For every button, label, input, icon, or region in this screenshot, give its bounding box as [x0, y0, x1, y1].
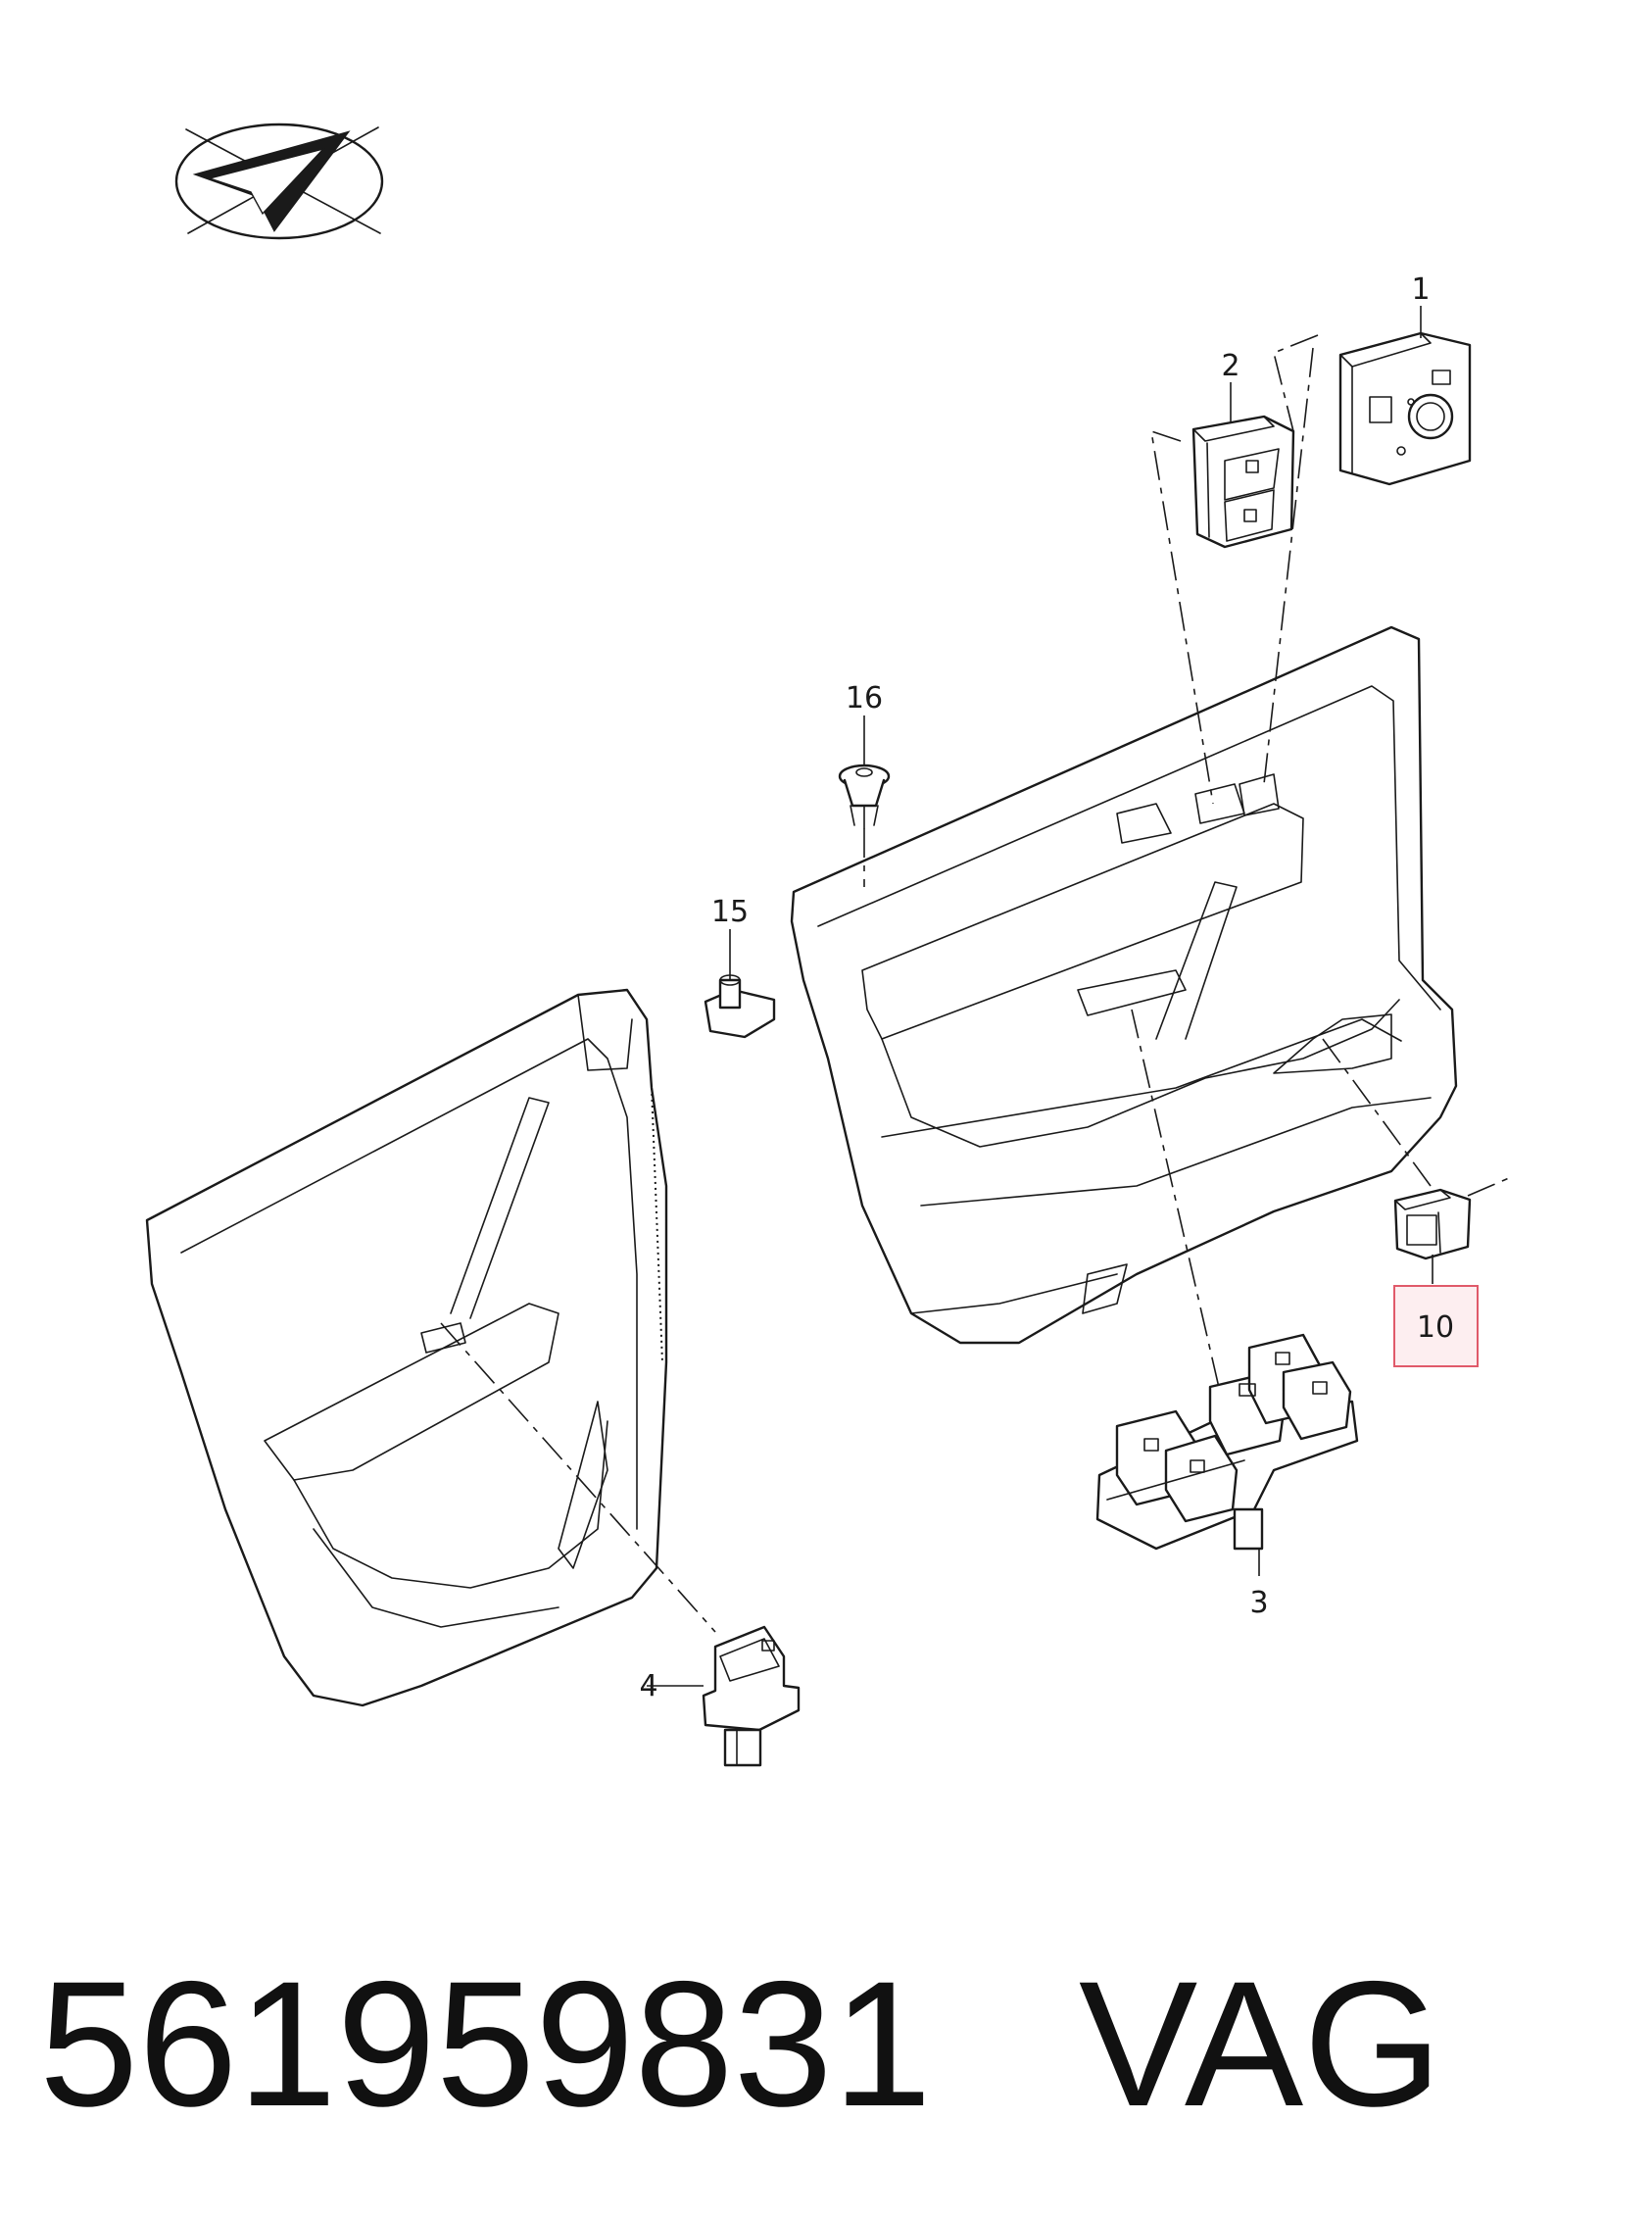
- callout-16: 16: [846, 681, 883, 715]
- callout-2: 2: [1221, 349, 1239, 383]
- part-number: 561959831: [39, 1944, 932, 2144]
- leader-lines: [440, 306, 1510, 1687]
- callout-3: 3: [1249, 1586, 1268, 1620]
- callout-4: 4: [639, 1669, 657, 1703]
- part-2-lock-switch[interactable]: [1191, 415, 1295, 549]
- front-door-panel: [790, 625, 1458, 1345]
- callout-10-highlight[interactable]: [1393, 1285, 1479, 1367]
- rear-door-panel: [145, 988, 668, 1707]
- compass-arrow-icon: [174, 123, 384, 240]
- part-4-window-switch[interactable]: [702, 1625, 801, 1767]
- brand-name: VAG: [1078, 1944, 1442, 2144]
- part-15-retainer[interactable]: [704, 974, 776, 1039]
- part-10-switch[interactable]: [1393, 1188, 1472, 1260]
- part-3-window-switch[interactable]: [1095, 1333, 1359, 1551]
- footer: 561959831 VAG: [39, 1946, 1627, 2142]
- callout-1: 1: [1411, 272, 1430, 307]
- part-1-mirror-switch[interactable]: [1338, 331, 1472, 486]
- callout-15: 15: [711, 895, 749, 929]
- callout-10: 10: [1417, 1310, 1454, 1345]
- callout-labels: 1 2 16 15 3 4 10: [639, 272, 1479, 1703]
